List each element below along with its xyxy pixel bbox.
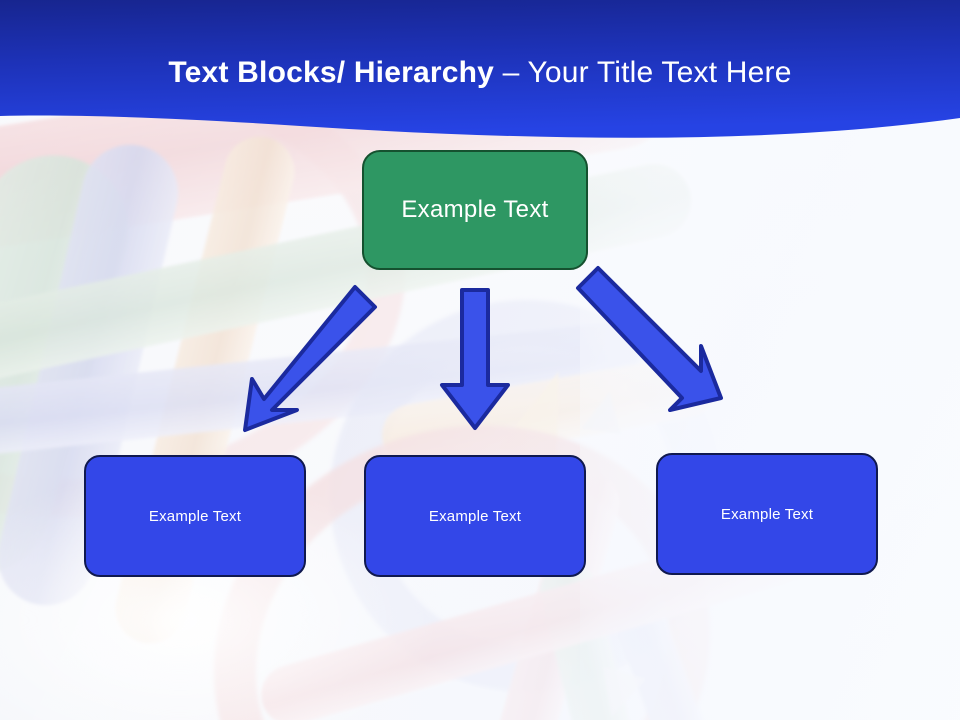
header-shape <box>0 0 960 138</box>
page-title-separator: – <box>494 56 528 89</box>
header-banner <box>0 0 960 150</box>
hierarchy-root-node[interactable]: Example Text <box>362 150 588 270</box>
page-title: Text Blocks/ Hierarchy – Your Title Text… <box>0 54 960 92</box>
hierarchy-child-node-3[interactable]: Example Text <box>656 453 878 575</box>
hierarchy-child-label-1: Example Text <box>148 507 242 525</box>
hierarchy-child-node-2[interactable]: Example Text <box>364 455 586 577</box>
page-title-regular: Your Title Text Here <box>527 56 792 89</box>
hierarchy-child-label-2: Example Text <box>428 507 522 525</box>
page-title-bold: Text Blocks/ Hierarchy <box>168 56 495 89</box>
background-clean-area <box>580 120 960 720</box>
hierarchy-child-label-3: Example Text <box>720 505 814 523</box>
hierarchy-child-node-1[interactable]: Example Text <box>84 455 306 577</box>
hierarchy-root-label: Example Text <box>401 196 549 223</box>
